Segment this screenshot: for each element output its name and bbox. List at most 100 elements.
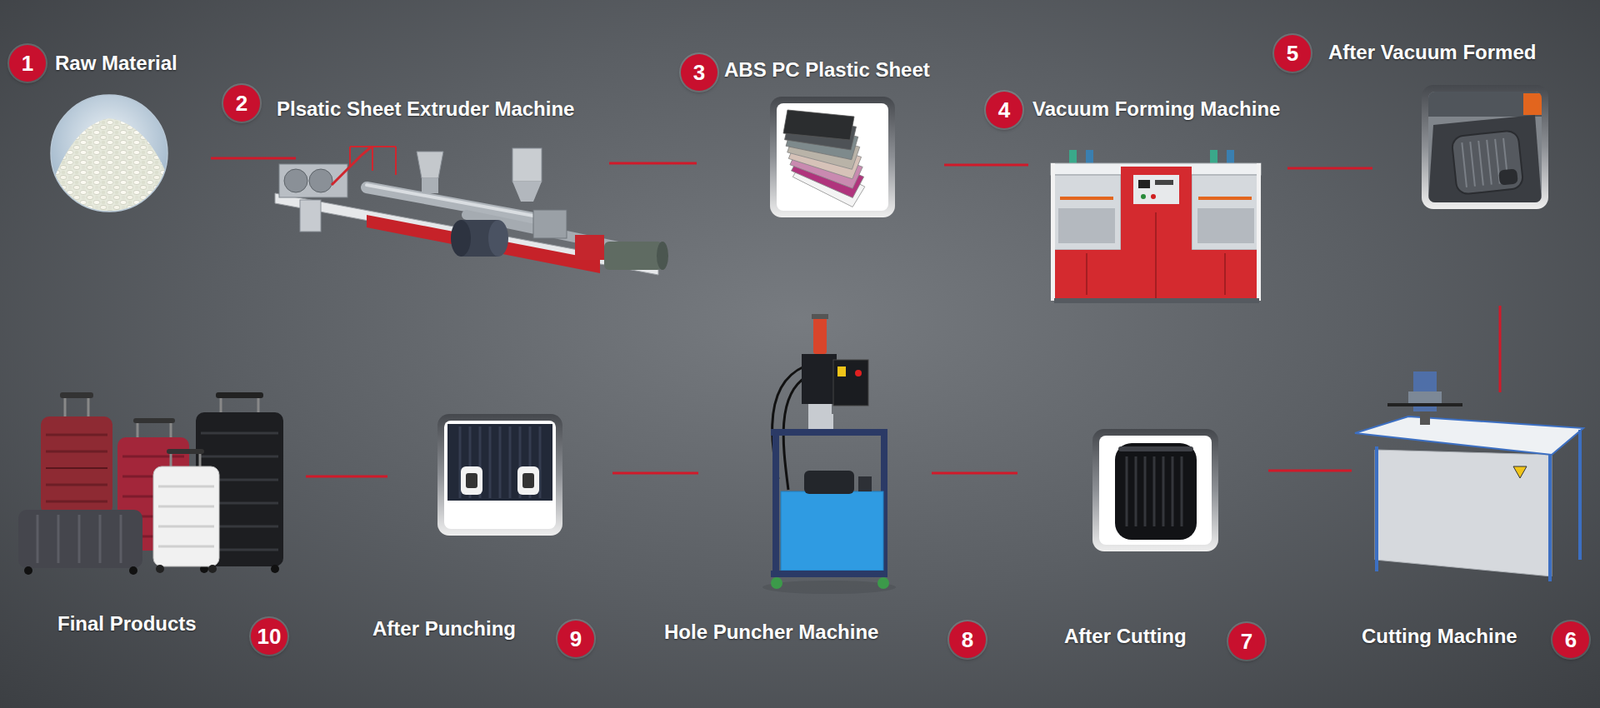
luggage-picture [18, 392, 284, 575]
luggage-picture [270, 565, 280, 574]
hole-puncher-picture [811, 314, 829, 320]
extruder-machine-picture [604, 241, 663, 270]
extruder-machine-picture [656, 241, 669, 270]
cut-shell-picture [1180, 456, 1184, 527]
process-step: 3ABS PC Plastic Sheet [696, 91, 945, 225]
vacuum-formed-picture [1421, 85, 1549, 210]
extruder-machine-picture [284, 169, 308, 193]
vacuum-forming-machine-picture [1054, 298, 1260, 304]
step-number: 4 [985, 91, 1023, 129]
cut-shell-picture [1135, 456, 1138, 527]
luggage-picture [153, 466, 220, 567]
luggage-picture [45, 450, 108, 454]
luggage-picture [24, 566, 33, 575]
cutting-machine-picture [1375, 446, 1379, 572]
cutting-machine-picture [1375, 450, 1552, 577]
cut-shell-picture [1144, 456, 1147, 527]
punched-shell-picture [460, 466, 483, 495]
vacuum-formed-picture [1421, 85, 1549, 210]
step-number: 10 [250, 618, 288, 655]
pellet-picture [50, 95, 169, 214]
step-number: 6 [1552, 621, 1590, 659]
punched-shell-picture [444, 420, 556, 530]
hole-puncher-picture [770, 429, 888, 436]
vacuum-forming-machine-picture [1155, 180, 1174, 185]
punched-shell-picture [447, 424, 553, 501]
luggage-picture [60, 392, 94, 399]
luggage-picture [45, 467, 108, 470]
hole-puncher-picture [762, 580, 896, 595]
punched-shell-picture [522, 473, 535, 489]
plastic-sheet-picture [783, 110, 855, 140]
vacuum-forming-machine-picture [1050, 150, 1261, 304]
process-step: 8Hole Puncher Machine [698, 308, 932, 596]
step-number: 3 [680, 54, 718, 91]
luggage-picture [36, 515, 40, 564]
cut-shell-picture [1118, 446, 1194, 452]
extruder-machine-picture [512, 148, 542, 182]
extruder-machine-picture [366, 187, 534, 219]
cutting-machine-picture [1578, 430, 1582, 560]
punched-shell-picture [509, 426, 512, 499]
flow-connector [1287, 167, 1373, 170]
step-number: 9 [557, 620, 595, 658]
step-number: 5 [1274, 35, 1311, 72]
cut-shell-picture [1153, 456, 1156, 527]
cutting-machine-picture [1387, 403, 1463, 407]
vacuum-formed-picture [1498, 168, 1519, 185]
vacuum-formed-picture [1470, 141, 1475, 187]
flow-connector [609, 162, 697, 165]
flow-connector [944, 164, 1029, 167]
vacuum-formed-picture [1428, 91, 1542, 203]
hole-puncher-picture [804, 470, 855, 495]
cut-shell-picture [1162, 456, 1165, 527]
luggage-picture [166, 449, 205, 455]
process-step: 5After Vacuum Formed [1372, 79, 1565, 306]
vacuum-formed-picture [1461, 142, 1467, 188]
process-step: 1Raw Material [33, 91, 211, 217]
flow-connector [210, 157, 296, 160]
luggage-picture [78, 515, 81, 564]
vacuum-forming-machine-picture [1140, 194, 1146, 200]
hole-puncher-picture [808, 414, 834, 431]
vacuum-forming-machine-picture [1155, 212, 1157, 300]
hole-puncher-picture [858, 476, 872, 492]
vacuum-forming-machine-picture [1052, 175, 1121, 250]
hole-puncher-picture [762, 314, 896, 595]
flow-connector [612, 472, 699, 475]
punched-shell-picture [437, 414, 563, 536]
extruder-machine-picture [366, 185, 534, 216]
process-step: 4Vacuum Forming Machine [1028, 141, 1288, 309]
extruder-machine-picture [349, 146, 351, 167]
hole-puncher-picture [770, 570, 888, 578]
process-step: 10Final Products [12, 387, 306, 580]
cutting-machine-picture [1355, 416, 1584, 455]
cutting-machine-picture [1355, 371, 1584, 582]
extruder-machine-picture [575, 235, 605, 260]
pellet-picture [50, 118, 169, 214]
step-label: Raw Material [55, 51, 178, 76]
vacuum-formed-picture [1451, 130, 1525, 195]
vacuum-formed-picture [1478, 140, 1484, 186]
vacuum-forming-machine-picture [1256, 163, 1261, 301]
process-step: 2Plsatic Sheet Extruder Machine [295, 125, 610, 288]
cut-shell-picture [1125, 456, 1129, 527]
extruder-machine-picture [395, 146, 397, 175]
vacuum-forming-machine-picture [1120, 166, 1192, 302]
step-label: After Vacuum Formed [1328, 40, 1536, 65]
punched-shell-picture [489, 426, 492, 499]
step-label: ABS PC Plastic Sheet [724, 58, 930, 83]
vacuum-forming-machine-picture [1133, 175, 1180, 205]
luggage-picture [99, 515, 102, 564]
process-step: 6Cutting Machine [1351, 392, 1590, 586]
step-label: Cutting Machine [1361, 625, 1518, 650]
extruder-machine-picture [371, 146, 374, 171]
luggage-picture [158, 545, 215, 549]
hole-puncher-picture [833, 360, 869, 406]
step-number: 2 [223, 85, 260, 122]
plastic-sheet-picture [776, 103, 889, 211]
vacuum-forming-machine-picture [1210, 150, 1218, 165]
punched-shell-picture [517, 466, 540, 495]
luggage-picture [45, 434, 108, 437]
